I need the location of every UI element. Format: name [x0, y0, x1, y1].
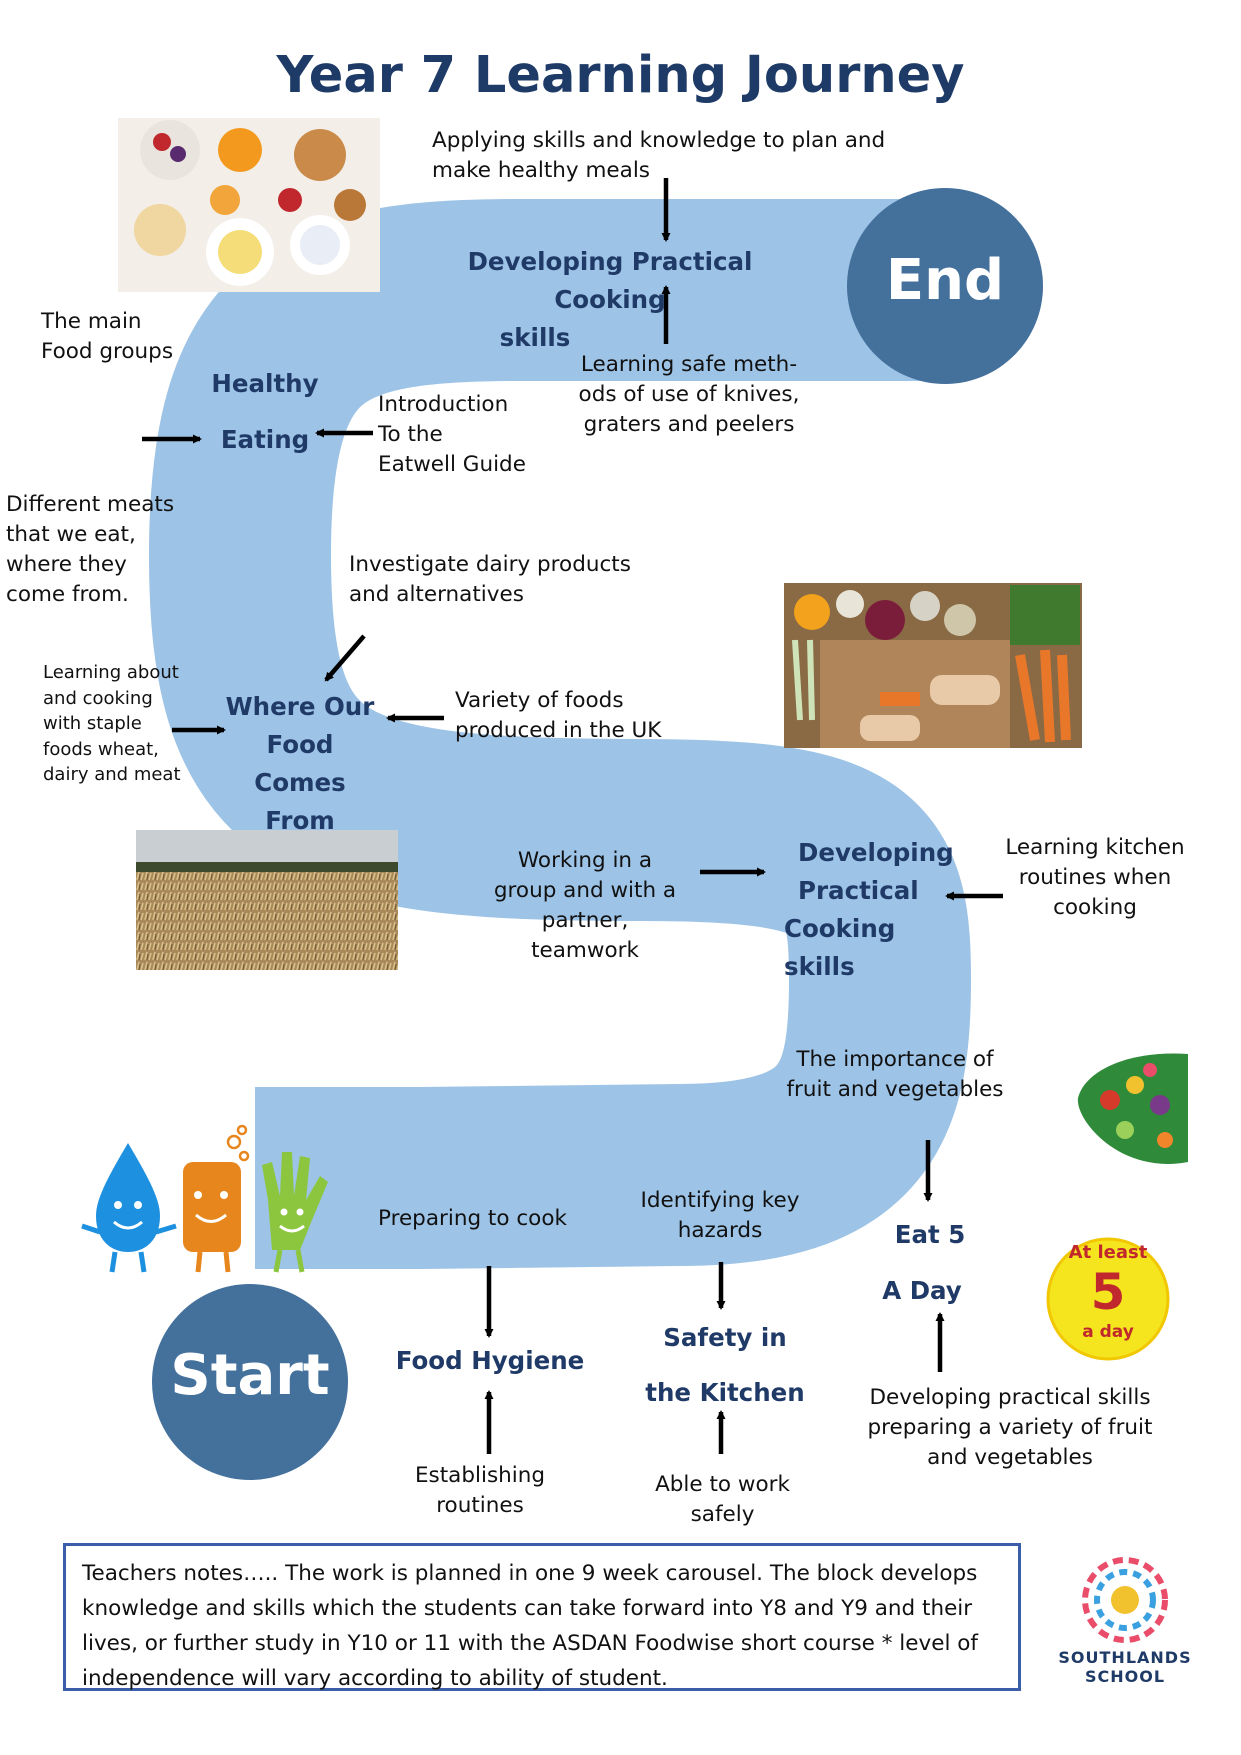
s-road	[149, 199, 971, 1269]
wheat-field-photo	[136, 830, 398, 970]
breakfast-photo	[118, 118, 380, 292]
badge-bottom-text: a day	[1082, 1322, 1134, 1342]
eatwell-plate-icon	[1077, 1053, 1188, 1164]
stage-food-hygiene: Food Hygiene	[395, 1346, 585, 1375]
note-applying: Applying skills and knowledge to plan an…	[432, 128, 886, 183]
end-label: End	[885, 248, 1005, 313]
end-circle	[847, 188, 1043, 384]
vegetables-photo	[784, 583, 1082, 748]
school-logo-text: SOUTHLANDS SCHOOL	[1058, 1648, 1192, 1686]
water-drop-character-icon	[81, 1143, 177, 1273]
sponge-character-icon	[183, 1124, 250, 1273]
hand-character-icon	[262, 1152, 328, 1273]
five-a-day-badge	[1046, 1237, 1170, 1361]
start-circle	[152, 1284, 348, 1480]
note-preparing: Preparing to cook	[378, 1206, 567, 1231]
note-knives: Learning safe meth-ods of use of knives,…	[578, 352, 800, 437]
badge-number: 5	[1090, 1263, 1126, 1321]
school-logo	[1082, 1557, 1168, 1643]
start-label: Start	[170, 1343, 330, 1408]
teachers-notes-box: Teachers notes….. The work is planned in…	[63, 1543, 1021, 1691]
teachers-notes-text: Teachers notes….. The work is planned in…	[82, 1561, 978, 1691]
page-title: Year 7 Learning Journey	[276, 46, 965, 105]
badge-top-text: At least	[1068, 1242, 1148, 1263]
